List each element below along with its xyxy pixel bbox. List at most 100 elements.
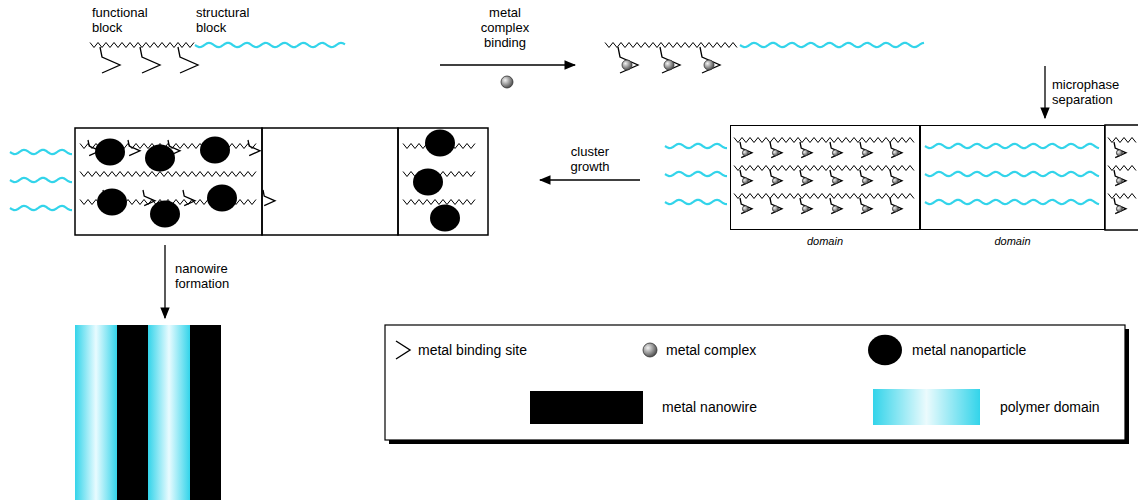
metal-nanoparticle <box>200 137 230 164</box>
metal-complex <box>802 178 808 184</box>
structural-chain <box>665 200 727 204</box>
structural-chain <box>195 43 345 47</box>
structural-chain <box>10 150 72 154</box>
functional-chain <box>734 166 914 171</box>
step-label: metal complex binding <box>470 6 540 51</box>
binding-site <box>890 198 902 214</box>
binding-site <box>800 142 812 158</box>
metal-nanoparticle <box>425 130 455 157</box>
metal-complex <box>772 206 778 212</box>
metal-complex <box>832 178 838 184</box>
binding-site <box>860 198 872 214</box>
binding-site <box>830 170 842 186</box>
metal-complex <box>664 60 674 70</box>
metal-complex <box>862 178 868 184</box>
binding-site <box>770 198 782 214</box>
binding-site <box>1114 170 1126 186</box>
metal-complex <box>742 150 748 156</box>
legend-text: metal nanoparticle <box>912 342 1026 358</box>
metal-nanoparticle <box>95 139 125 166</box>
metal-nanowire <box>117 325 148 500</box>
metal-complex <box>622 60 632 70</box>
domain-box <box>262 128 398 235</box>
binding-site <box>248 140 260 156</box>
binding-site <box>660 47 680 73</box>
binding-site <box>263 190 275 206</box>
metal-complex <box>742 206 748 212</box>
binding-site <box>1114 198 1126 214</box>
metal-complex <box>832 150 838 156</box>
binding-site <box>143 190 155 206</box>
process-arrow <box>1044 66 1045 118</box>
binding-site <box>740 170 752 186</box>
binding-site <box>860 142 872 158</box>
functional-chain <box>1108 166 1136 171</box>
metal-nanoparticle <box>413 169 443 196</box>
binding-site <box>860 170 872 186</box>
step-label: functional block <box>92 6 162 36</box>
step-label: nanowire formation <box>175 262 250 292</box>
metal-nanoparticle <box>868 335 902 366</box>
structural-chain <box>665 172 727 176</box>
metal-complex <box>802 206 808 212</box>
domain-box: domain <box>730 125 920 230</box>
binding-site <box>890 142 902 158</box>
functional-chain <box>734 194 914 199</box>
legend-swatch <box>873 389 980 425</box>
structural-chain <box>740 43 924 47</box>
metal-nanowire <box>190 325 221 500</box>
step-label: cluster growth <box>555 145 625 175</box>
binding-site <box>700 47 720 73</box>
metal-complex <box>832 206 838 212</box>
binding-site <box>128 140 140 156</box>
metal-complex <box>772 150 778 156</box>
structural-chain <box>665 144 727 148</box>
binding-site <box>740 142 752 158</box>
binding-site <box>618 47 638 73</box>
metal-nanoparticle <box>430 205 460 232</box>
legend-frame <box>385 325 1125 440</box>
binding-site-icon <box>396 341 410 359</box>
legend-text: metal binding site <box>418 342 527 358</box>
binding-site <box>770 170 782 186</box>
process-arrow <box>440 64 575 65</box>
binding-site <box>890 170 902 186</box>
binding-site <box>183 190 195 206</box>
binding-site <box>140 47 160 73</box>
domain-box <box>1105 125 1138 230</box>
metal-complex <box>892 178 898 184</box>
structural-chain <box>925 200 1099 204</box>
legend-text: metal complex <box>666 342 756 358</box>
binding-site <box>178 47 198 73</box>
legend-text: metal nanowire <box>662 399 757 415</box>
metal-nanoparticle <box>207 185 237 212</box>
structural-chain <box>10 206 72 210</box>
metal-complex <box>742 178 748 184</box>
metal-complex <box>501 76 513 88</box>
binding-site <box>830 198 842 214</box>
legend-swatch <box>530 391 643 424</box>
metal-complex <box>1116 178 1122 184</box>
domain-box <box>398 128 488 235</box>
functional-chain <box>605 43 737 48</box>
structural-chain <box>10 178 72 182</box>
polymer-domain <box>75 325 117 500</box>
step-label: structural block <box>196 6 268 36</box>
metal-nanoparticle <box>150 201 180 228</box>
step-label: microphase separation <box>1052 78 1132 108</box>
functional-chain <box>90 43 194 48</box>
metal-nanoparticle <box>97 189 127 216</box>
metal-complex <box>802 150 808 156</box>
metal-complex <box>1116 150 1122 156</box>
binding-site <box>800 198 812 214</box>
metal-complex <box>862 206 868 212</box>
binding-site <box>770 142 782 158</box>
structural-chain <box>925 172 1099 176</box>
binding-site <box>100 47 120 73</box>
functional-chain <box>1108 138 1136 143</box>
functional-chain <box>734 138 914 143</box>
process-arrow <box>540 179 640 180</box>
polymer-domain <box>148 325 190 500</box>
functional-chain <box>80 172 256 177</box>
